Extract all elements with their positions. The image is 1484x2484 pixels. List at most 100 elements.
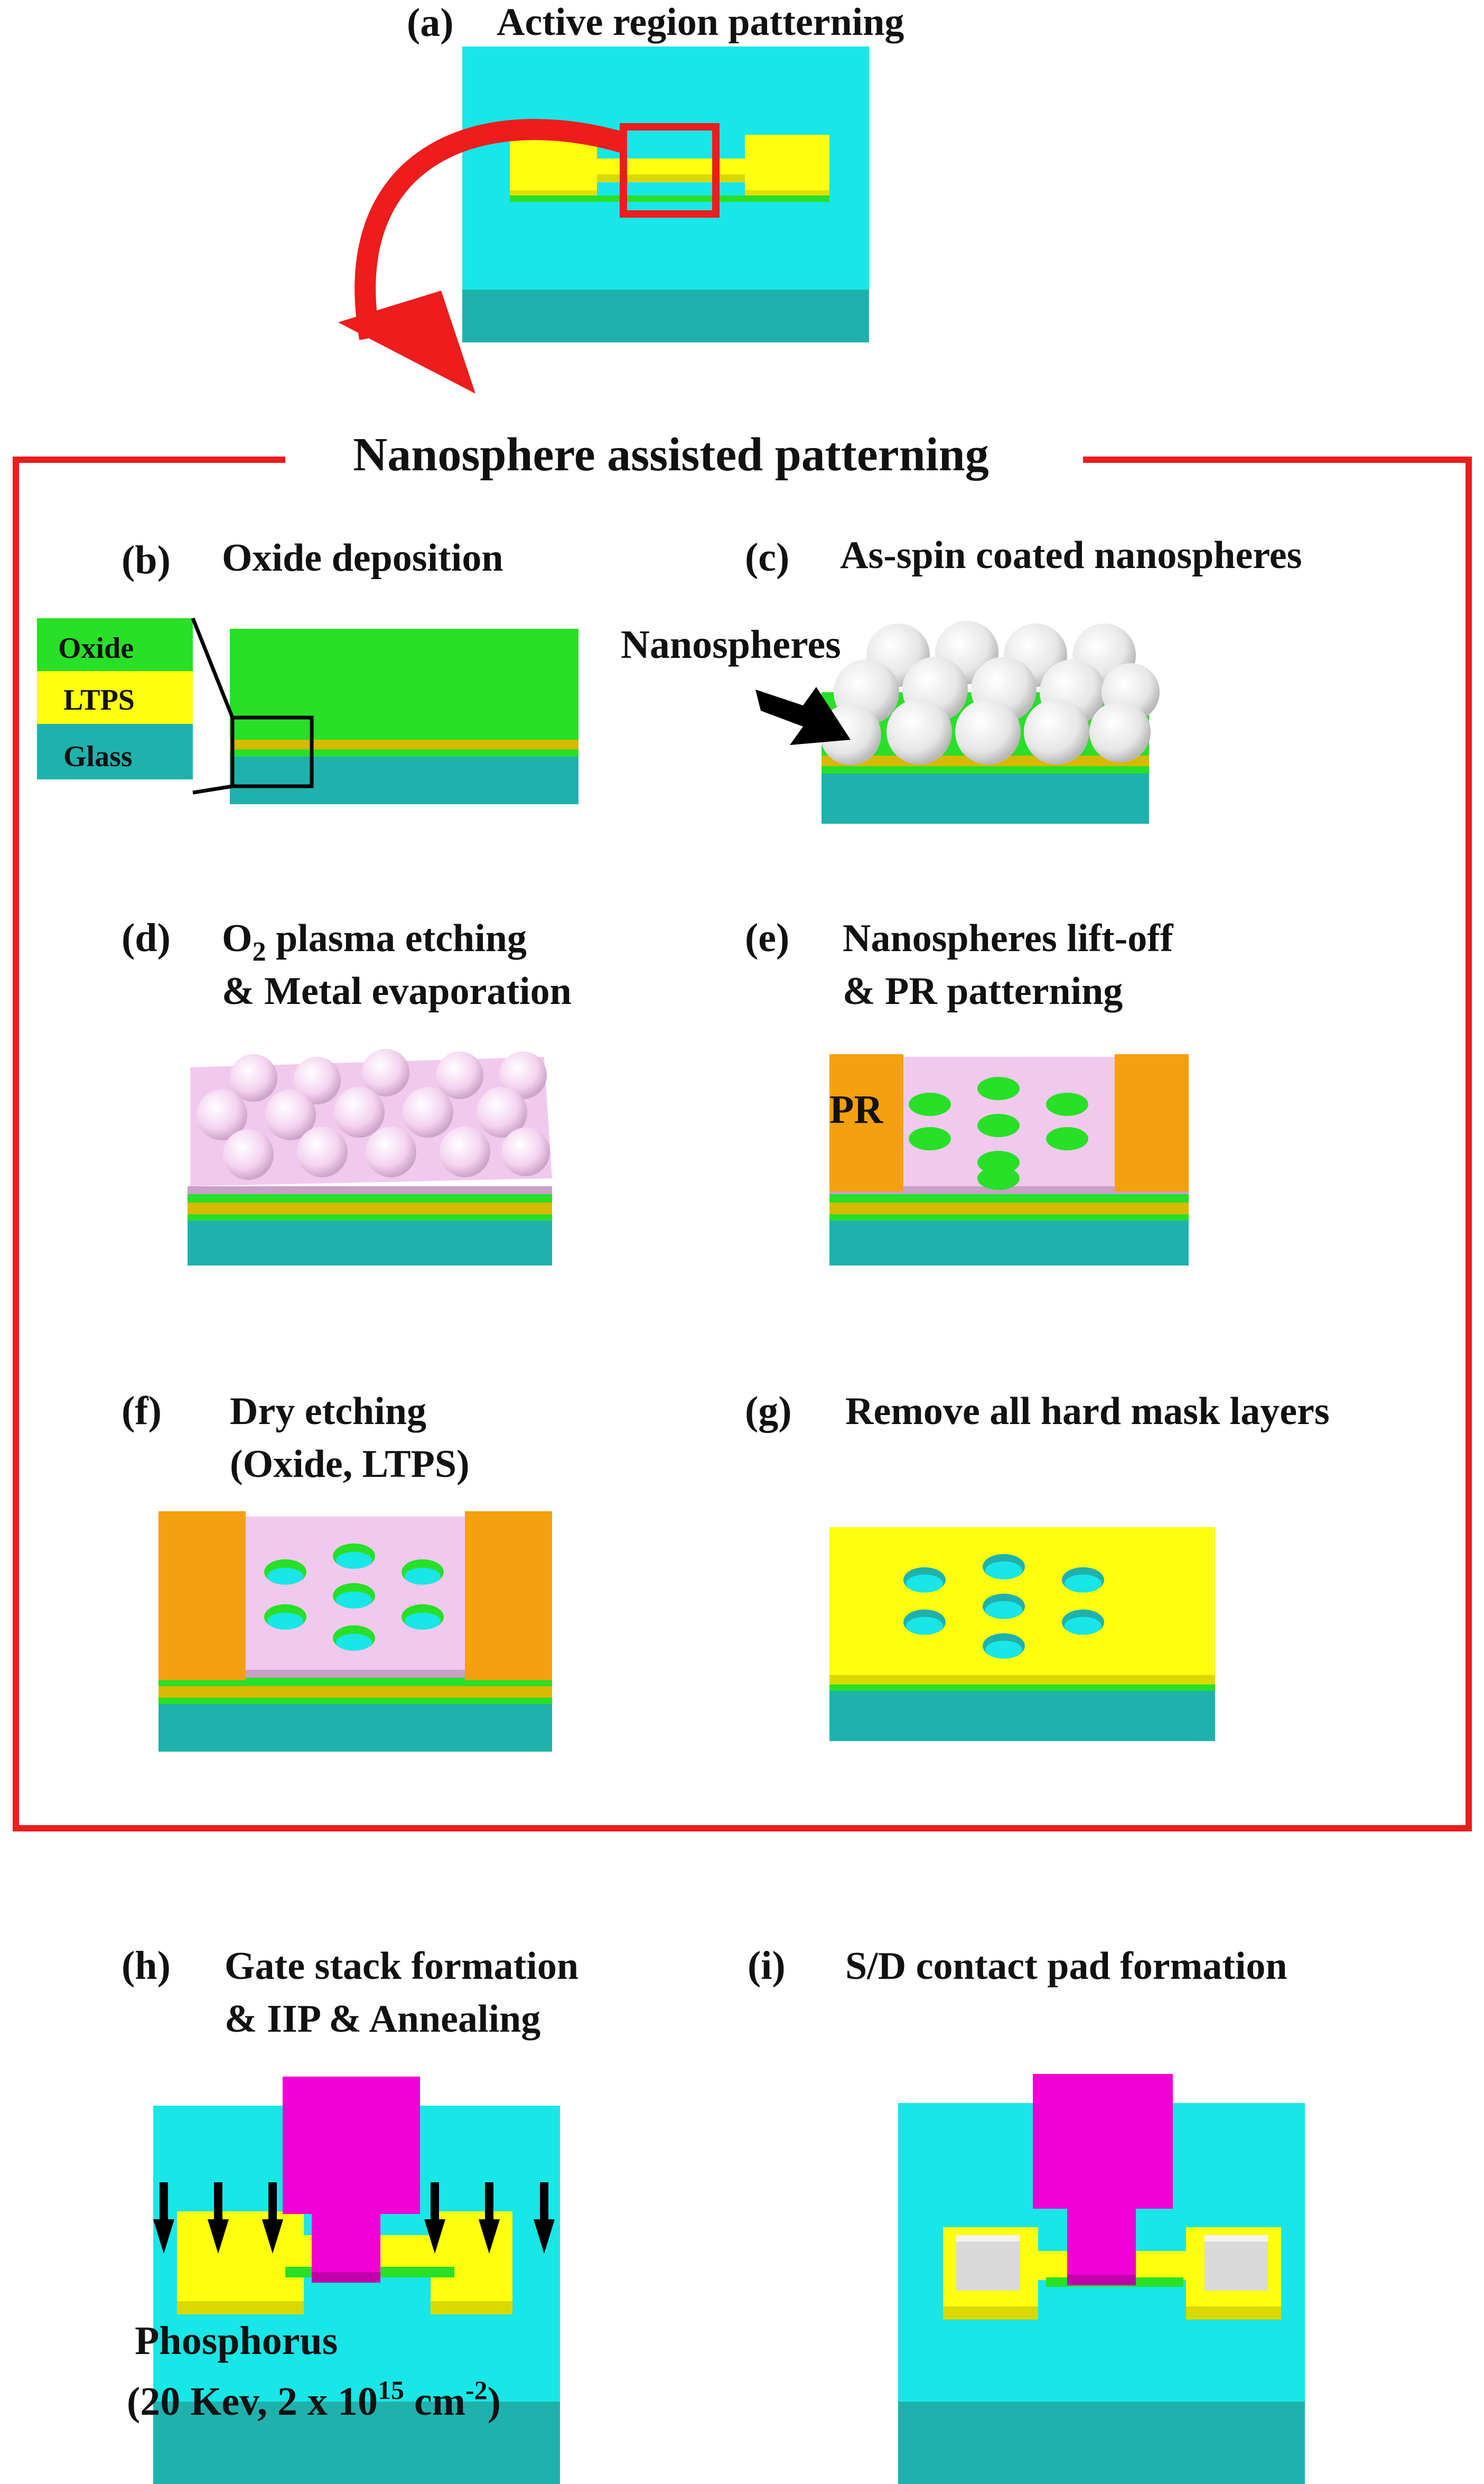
panel-f-holes [264, 1543, 444, 1651]
panel-d-caption-main: O [222, 917, 253, 960]
panel-i-label: (i) [748, 1943, 786, 1988]
oxide-dot [977, 1167, 1020, 1190]
panel-e: (e) Nanospheres lift-off & PR patterning… [745, 916, 1189, 1266]
panel-f-glass [158, 1704, 552, 1752]
panel-c-caption: As-spin coated nanospheres [840, 534, 1302, 577]
panel-i-caption: S/D contact pad formation [845, 1945, 1287, 1988]
etched-sphere [477, 1087, 527, 1138]
down-arrow-icon [153, 2182, 174, 2254]
hole-bottom [985, 1641, 1022, 1659]
hole-bottom [267, 1568, 303, 1585]
panel-h-caption-line1: Gate stack formation [225, 1945, 578, 1988]
panel-b-zoom-line-top [191, 617, 235, 719]
panel-e-pr-right [1115, 1054, 1189, 1192]
panel-d-caption-sub: 2 [253, 937, 266, 967]
panel-b-ltps-edge [230, 740, 578, 749]
panel-e-pr-label: PR [829, 1087, 883, 1132]
panel-h-implant-arrows [153, 2182, 555, 2254]
panel-b-zoom-line-bottom [192, 784, 233, 795]
panel-b-glass [230, 757, 578, 804]
nanosphere [955, 699, 1021, 765]
panel-f-metal-edge [158, 1670, 552, 1678]
panel-f-caption-line1: Dry etching [230, 1390, 426, 1433]
panel-h: (h) Gate stack formation & IIP & Anneali… [122, 1943, 578, 2484]
panel-f-ltps-edge [158, 1686, 552, 1698]
panel-h-label: (h) [122, 1943, 171, 1988]
panel-g-oxide-edge [829, 1685, 1215, 1691]
panel-a-arrowhead [338, 291, 475, 394]
hole-bottom [985, 1561, 1022, 1579]
panel-f-caption-line2: (Oxide, LTPS) [230, 1443, 470, 1486]
etched-sphere [403, 1087, 453, 1138]
panel-i-substrate-side [898, 2402, 1305, 2484]
panel-a: (a) Active region patterning [338, 1, 904, 394]
nanosphere-box-title: Nanosphere assisted patterning [353, 429, 988, 481]
etched-sphere [366, 1127, 416, 1177]
down-arrow-icon [208, 2182, 229, 2254]
panel-h-active-region [177, 2211, 512, 2314]
hole-bottom [405, 1613, 441, 1630]
panel-b-label: (b) [122, 538, 171, 582]
legend-oxide-label: Oxide [58, 632, 134, 665]
panel-a-substrate-side [462, 290, 869, 342]
panel-f-pr-right [465, 1511, 552, 1680]
drain-contact-pad-top [1205, 2235, 1268, 2241]
panel-a-caption: Active region patterning [497, 1, 904, 44]
panel-d-caption-rest: plasma etching [266, 917, 527, 960]
hole-bottom [906, 1575, 943, 1593]
oxide-dot [909, 1093, 951, 1116]
panel-d-caption-line2: & Metal evaporation [222, 970, 572, 1013]
etched-sphere [293, 1057, 341, 1104]
panel-c-nanospheres-label: Nanospheres [621, 622, 841, 667]
gate-pad [1033, 2074, 1173, 2209]
panel-c-nanospheres [820, 621, 1160, 765]
etched-sphere [440, 1127, 490, 1177]
panel-g: (g) Remove all hard mask layers [745, 1389, 1330, 1741]
panel-b-oxide-top [230, 629, 578, 740]
nanosphere [886, 699, 952, 765]
gate-finger [312, 2211, 380, 2272]
panel-e-pr-left [829, 1054, 903, 1192]
hole-bottom [985, 1601, 1022, 1619]
panel-i: (i) S/D contact pad formation [748, 1943, 1305, 2484]
panel-b-zoom-box [230, 715, 314, 788]
legend-glass-label: Glass [63, 740, 133, 773]
panel-d-ltps-edge [188, 1203, 552, 1214]
nanosphere [1089, 701, 1151, 762]
panel-f-pr-left [158, 1511, 246, 1680]
panel-c-pointer-arrow [755, 687, 851, 745]
etched-sphere [499, 1052, 547, 1099]
etched-sphere [265, 1090, 316, 1140]
panel-b-caption: Oxide deposition [222, 536, 503, 580]
legend-glass-swatch [37, 724, 193, 779]
panel-c-oxide-edge [822, 766, 1149, 774]
panel-a-curved-arrow [354, 119, 627, 340]
etched-sphere [362, 1049, 409, 1096]
panel-g-holes [903, 1554, 1104, 1659]
nanosphere-box-border [13, 457, 1472, 1831]
dose-unit-exponent: -2 [465, 2375, 488, 2405]
panel-h-caption-line2: & IIP & Annealing [225, 1997, 540, 2041]
oxide-dot [977, 1077, 1020, 1100]
etched-sphere [223, 1129, 274, 1180]
hole-bottom [267, 1613, 303, 1630]
panel-c-glass [822, 774, 1149, 824]
panel-h-phosphorus-label: Phosphorus [135, 2319, 338, 2363]
oxide-dot [1046, 1127, 1088, 1150]
legend-oxide-swatch [37, 618, 193, 671]
panel-f: (f) Dry etching (Oxide, LTPS) [122, 1389, 552, 1752]
gate-finger-edge [312, 2272, 380, 2283]
drain-contact-pad [1205, 2235, 1268, 2291]
panel-h-substrate-side [153, 2402, 560, 2484]
nanosphere [1024, 699, 1089, 765]
etched-sphere [297, 1127, 348, 1177]
source-contact-pad [956, 2235, 1020, 2291]
hole-bottom [906, 1617, 943, 1635]
panel-g-ltps-edge [829, 1675, 1215, 1685]
hole-bottom [336, 1552, 372, 1569]
panel-e-caption-line2: & PR patterning [843, 970, 1123, 1013]
etched-sphere [501, 1128, 550, 1176]
panel-a-label: (a) [407, 1, 454, 45]
panel-d-caption-line1: O2 plasma etching [222, 917, 527, 967]
